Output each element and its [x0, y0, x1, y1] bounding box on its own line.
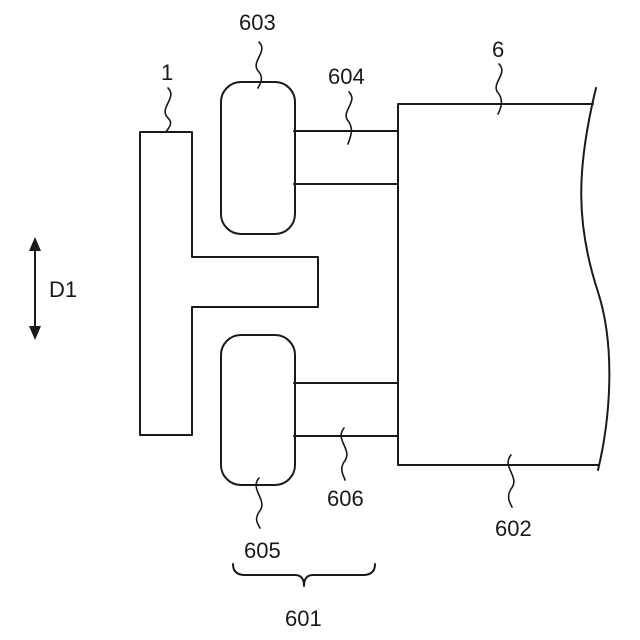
brace-601 [233, 564, 375, 586]
lower-pad-605 [221, 335, 295, 485]
upper-arm-604 [294, 131, 398, 184]
direction-arrow-down-icon [29, 326, 41, 340]
label-601: 601 [285, 606, 322, 631]
label-602: 602 [495, 516, 532, 541]
label-6: 6 [492, 37, 504, 62]
label-606: 606 [327, 486, 364, 511]
leader-line-1 [165, 88, 171, 132]
label-604: 604 [328, 64, 365, 89]
label-1: 1 [161, 60, 173, 85]
label-d1: D1 [49, 277, 77, 302]
main-body-break-line [581, 88, 609, 470]
label-605: 605 [244, 538, 281, 563]
upper-pad-603 [221, 82, 295, 234]
leader-line-6 [496, 64, 502, 114]
t-shaped-member-1 [140, 132, 318, 435]
lower-arm-606 [294, 383, 398, 436]
label-603: 603 [239, 10, 276, 35]
direction-arrow-up-icon [29, 237, 41, 251]
main-body-6 [398, 104, 598, 465]
leader-line-602 [508, 455, 514, 507]
leader-line-604 [346, 92, 352, 144]
